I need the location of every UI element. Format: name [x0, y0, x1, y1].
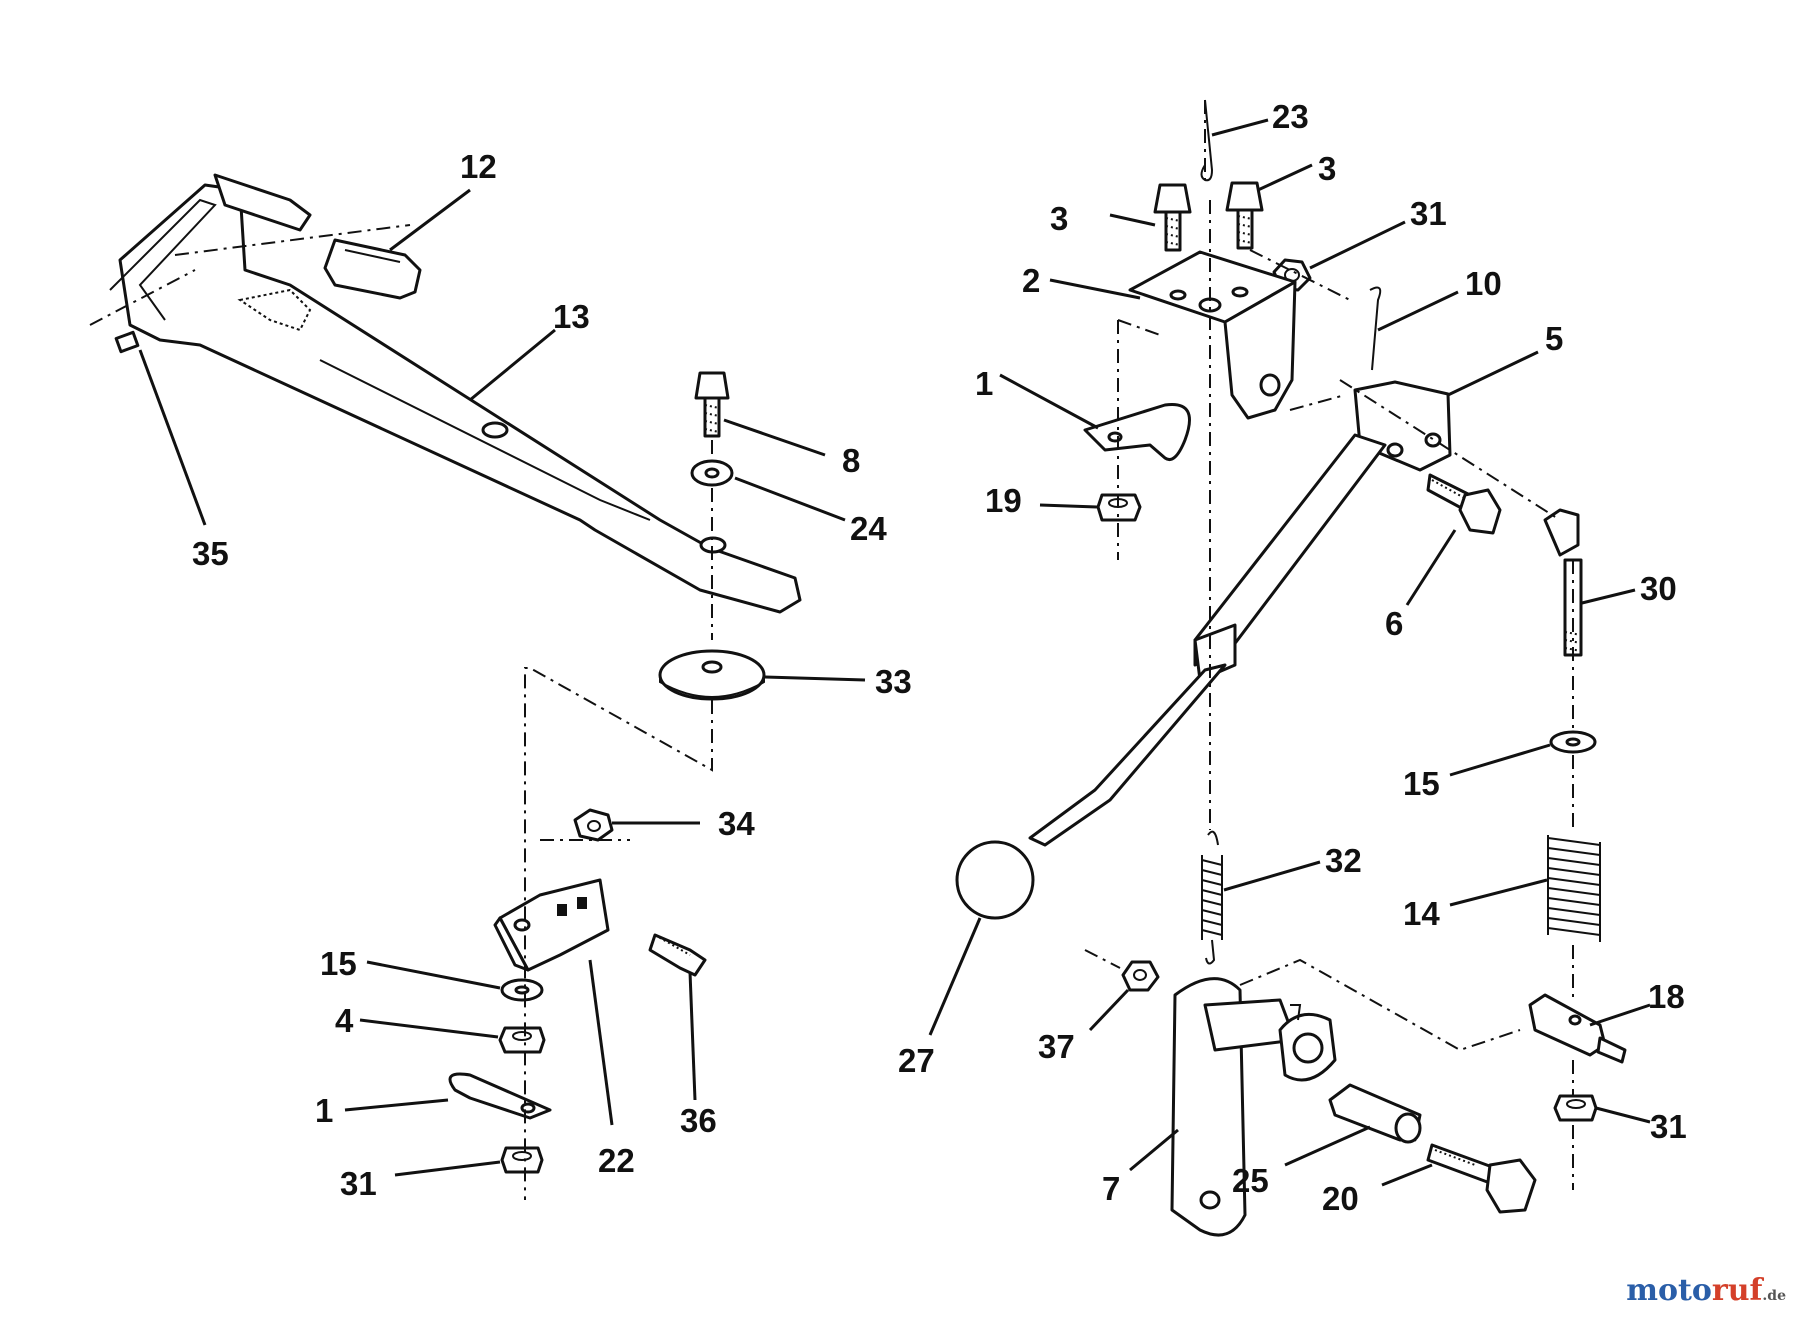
left-assembly-axis-lines: [89, 224, 713, 1200]
label-5: 5: [1545, 320, 1563, 357]
label-8: 8: [842, 442, 860, 479]
label-20: 20: [1322, 1180, 1359, 1217]
watermark-logo: motoruf.de: [1626, 1273, 1786, 1308]
part-2-bracket: [1128, 250, 1297, 420]
part-27-knob: [955, 840, 1035, 920]
label-31-right: 31: [1650, 1108, 1687, 1145]
label-31-left: 31: [340, 1165, 377, 1202]
part-1-clip-left: [448, 1072, 552, 1120]
part-23-cotter-pin: [1200, 99, 1214, 182]
watermark-part1: moto: [1626, 1273, 1712, 1308]
label-18: 18: [1648, 978, 1685, 1015]
label-2: 2: [1022, 262, 1040, 299]
label-34: 34: [718, 805, 755, 842]
leader-lines: [138, 118, 1651, 1187]
part-labels: 12 13 35 8 24 33 34 15 4 1 31 22 36 23 3…: [192, 98, 1687, 1217]
label-3-left: 3: [1050, 200, 1068, 237]
part-1-clip-right: [1083, 402, 1191, 461]
label-36: 36: [680, 1102, 717, 1139]
label-22: 22: [598, 1142, 635, 1179]
label-7: 7: [1102, 1170, 1120, 1207]
part-36-carriage-bolt: [648, 933, 707, 977]
part-20-bolt: [1426, 1143, 1537, 1214]
label-31-top: 31: [1410, 195, 1447, 232]
part-15-washer-left: [500, 978, 544, 1002]
part-32-spring: [1201, 830, 1223, 965]
watermark-suffix: .de: [1762, 1288, 1786, 1304]
part-15-washer-right: [1549, 730, 1597, 754]
label-6: 6: [1385, 605, 1403, 642]
part-31-nut-left: [500, 1146, 544, 1174]
part-14-compression-spring: [1547, 835, 1601, 942]
part-30-eye-bolt: [1543, 508, 1583, 657]
label-25: 25: [1232, 1162, 1269, 1199]
label-12: 12: [460, 148, 497, 185]
label-19: 19: [985, 482, 1022, 519]
label-4: 4: [335, 1002, 354, 1039]
part-35-pin: [114, 330, 140, 354]
part-22-bracket: [493, 878, 610, 972]
part-8-bolt: [694, 371, 730, 438]
label-23: 23: [1272, 98, 1309, 135]
part-7-pivot-arm: [1170, 977, 1337, 1237]
part-3-bolt-a: [1153, 183, 1192, 252]
label-35: 35: [192, 535, 229, 572]
part-12-pad: [323, 238, 422, 300]
label-3-right: 3: [1318, 150, 1336, 187]
part-3-bolt-b: [1225, 181, 1264, 250]
label-30: 30: [1640, 570, 1677, 607]
label-24: 24: [850, 510, 887, 547]
part-31-nut-right: [1553, 1094, 1598, 1122]
label-27: 27: [898, 1042, 935, 1079]
label-1-left: 1: [315, 1092, 333, 1129]
part-33-flat-washer: [658, 649, 766, 701]
part-24-washer: [690, 459, 734, 487]
label-10: 10: [1465, 265, 1502, 302]
label-37: 37: [1038, 1028, 1075, 1065]
part-37-nut: [1121, 960, 1160, 992]
label-13: 13: [553, 298, 590, 335]
label-14: 14: [1403, 895, 1440, 932]
label-1-right: 1: [975, 365, 993, 402]
label-32: 32: [1325, 842, 1362, 879]
part-13-lever-arm: [109, 173, 802, 614]
part-4-nut: [498, 1026, 546, 1054]
right-assembly-axis-lines: [1084, 100, 1574, 1190]
label-15-right: 15: [1403, 765, 1440, 802]
part-5-shift-lever: [1028, 380, 1452, 847]
watermark-part2: ruf: [1711, 1273, 1763, 1308]
part-34-nut: [573, 808, 614, 842]
part-6-bolt: [1426, 473, 1502, 535]
part-18-trunnion: [1528, 993, 1627, 1064]
label-33: 33: [875, 663, 912, 700]
label-15-left: 15: [320, 945, 357, 982]
part-10-cotter-pin: [1369, 286, 1382, 371]
part-25-spacer: [1328, 1083, 1422, 1144]
